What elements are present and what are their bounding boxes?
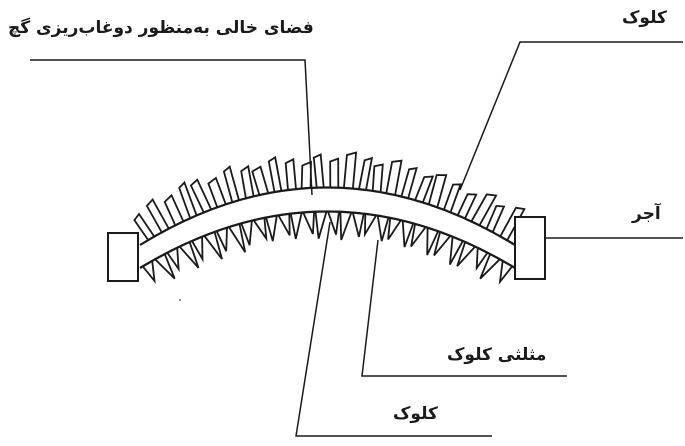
bottom-kalouk-label: کلوک <box>393 404 438 424</box>
inner-triangular-block <box>376 214 390 242</box>
outer-kalouk-block <box>251 165 270 197</box>
arch-band-top-edge <box>139 186 516 246</box>
inner-triangular-block <box>351 211 365 238</box>
outer-kalouk-block <box>222 165 241 204</box>
inner-triangular-block <box>363 212 378 238</box>
triangular-kalouk-label: مثلثی کلوک <box>447 345 547 365</box>
left-brick <box>107 232 139 282</box>
arch-band-bottom-edge <box>139 210 516 269</box>
leader-triangular-kalouk <box>361 239 567 377</box>
inner-triangular-block <box>301 210 316 235</box>
outer-kalouk-block <box>357 156 374 191</box>
dot-mark <box>179 299 181 301</box>
right-brick <box>514 216 546 280</box>
outer-kalouk-block <box>284 157 297 191</box>
outer-kalouk-block <box>442 183 462 214</box>
outer-kalouk-block <box>329 157 340 189</box>
leader-gypsum-void <box>30 59 313 196</box>
leader-lines <box>30 41 683 437</box>
inner-triangular-block <box>387 216 403 240</box>
gypsum-void-label: فضای خالی به‌منظور دوغاب‌ریزی گچ <box>8 18 314 38</box>
inner-triangular-block <box>339 210 353 241</box>
outer-kalouk-block <box>207 176 227 209</box>
outer-kalouk-block <box>456 193 478 220</box>
inner-triangular-blocks <box>141 210 514 285</box>
outer-kalouk-block <box>385 159 403 197</box>
inner-triangular-block <box>276 212 291 236</box>
outer-kalouk-block <box>300 160 312 190</box>
inner-triangular-block <box>314 210 328 239</box>
leader-top-kalouk <box>459 41 683 191</box>
leader-bottom-kalouk <box>295 221 492 437</box>
inner-triangular-block <box>264 214 278 242</box>
outer-kalouk-block <box>400 166 418 200</box>
top-kalouk-label: کلوک <box>622 8 667 28</box>
inner-triangular-block <box>289 211 303 240</box>
outer-kalouk-block <box>163 193 185 227</box>
outer-kalouk-block <box>371 163 384 194</box>
outer-kalouk-block <box>342 151 358 190</box>
outer-kalouk-block <box>267 155 283 194</box>
outer-kalouk-block <box>312 153 325 189</box>
brick-label: آجر <box>632 204 661 224</box>
